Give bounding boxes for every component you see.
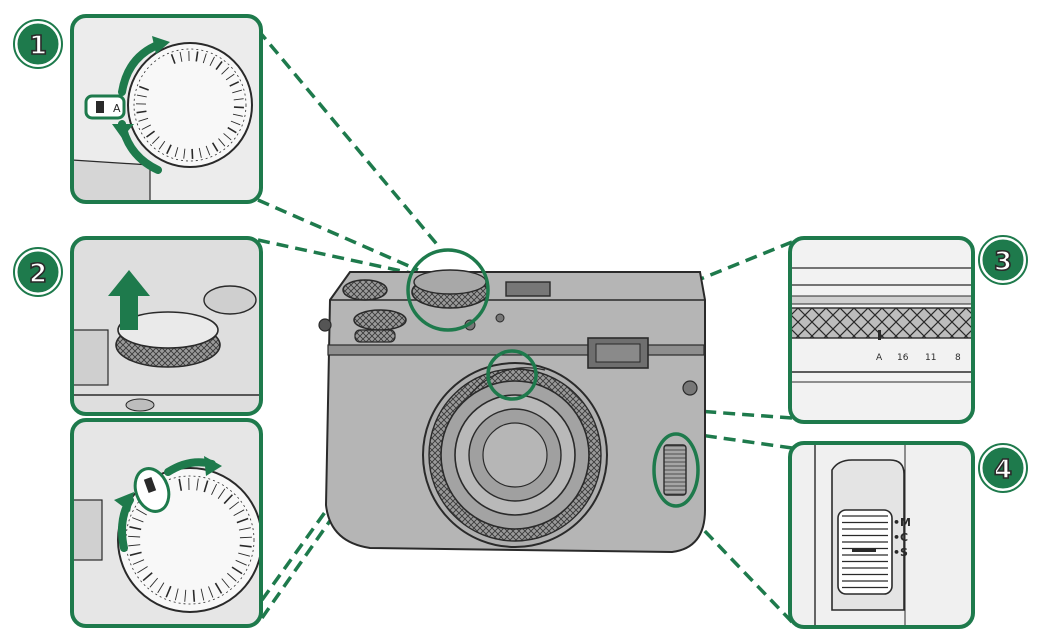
dial-a-mark: A: [113, 102, 121, 115]
panel-1-shutter-dial: A: [70, 14, 263, 204]
dial-tick: [227, 126, 237, 134]
dial-tick: [174, 147, 179, 158]
dial-tick: [142, 572, 153, 582]
dial-tick: [203, 480, 209, 493]
dial-tick: [217, 488, 226, 499]
callout-badge-4: 4: [978, 443, 1028, 493]
dial-tick: [170, 53, 176, 64]
callout-number-3: 3: [994, 247, 1012, 277]
callout-number-4: 4: [994, 455, 1012, 485]
dial-tick: [236, 517, 249, 524]
focus-mode-label-s: •S: [893, 546, 908, 559]
dial-tick: [136, 508, 147, 516]
dial-tick: [221, 578, 230, 589]
dial-tick: [152, 136, 160, 144]
dial-tick: [227, 572, 237, 582]
dial-tick: [137, 566, 148, 574]
panel-2b-dial-rotate: [70, 418, 263, 628]
dial-tick: [205, 145, 211, 156]
dial-tick: [138, 117, 149, 122]
dial-tick: [208, 586, 214, 598]
dial-tick: [214, 582, 223, 594]
dial-tick: [192, 589, 196, 602]
dial-tick: [223, 494, 233, 505]
dial-tick: [165, 585, 172, 598]
aperture-mark-16: 16: [897, 353, 909, 363]
dial-tick: [200, 588, 205, 601]
callout-badge-1: 1: [13, 19, 63, 69]
dial-tick: [229, 81, 240, 87]
aperture-mark-a: A: [876, 353, 883, 363]
dial-tick: [157, 582, 165, 594]
dial-tick: [158, 140, 166, 150]
dial-tick: [238, 527, 251, 531]
dial-tick: [179, 51, 183, 62]
dial-tick: [231, 566, 243, 575]
dial-tick: [218, 138, 226, 147]
dial-tick: [128, 544, 141, 547]
callout-badge-2: 2: [13, 247, 63, 297]
dial-tick: [174, 588, 179, 601]
dial-tick: [178, 478, 183, 491]
dial-tick: [232, 89, 243, 94]
dial-tick: [211, 483, 218, 496]
dial-tick: [129, 526, 142, 531]
dial-tick: [233, 509, 245, 517]
panel-4-focus-switch: •M •C •S: [788, 441, 975, 629]
aperture-scale: A 16 11 8: [876, 353, 961, 363]
dial-tick: [238, 552, 250, 557]
dial-tick: [209, 56, 215, 66]
dial-tick: [132, 517, 144, 523]
dial-tick: [221, 67, 229, 75]
dial-tick: [215, 61, 223, 71]
aperture-mark-11: 11: [925, 353, 936, 363]
iso-scale-ticks: [128, 478, 252, 602]
callout-badge-3: 3: [978, 235, 1028, 285]
dial-scale-ticks: [136, 51, 244, 159]
dial-tick: [136, 94, 147, 98]
focus-mode-label-m: •M: [893, 516, 911, 529]
dial-tick: [235, 559, 247, 566]
callout-number-2: 2: [29, 259, 47, 289]
dial-tick: [239, 536, 252, 539]
dial-tick: [138, 85, 149, 91]
callout-number-1: 1: [29, 31, 47, 61]
dial-tick: [230, 120, 241, 126]
dial-tick: [141, 124, 151, 130]
focus-mode-label-c: •C: [893, 531, 908, 544]
dial-tick: [166, 144, 172, 155]
dial-tick: [198, 147, 202, 158]
panel-2a-dial-lift: [70, 236, 263, 416]
switch-grip-ridges: [842, 515, 888, 589]
aperture-mark-8: 8: [955, 353, 961, 363]
camera-illustration: [318, 248, 706, 554]
dial-tick: [146, 130, 156, 138]
dial-tick: [195, 51, 199, 62]
dial-tick: [129, 551, 142, 557]
dial-tick: [211, 142, 219, 152]
dial-tick: [202, 53, 207, 64]
dial-tick: [225, 73, 235, 81]
dial-tick: [223, 133, 232, 141]
dial-tick: [232, 113, 243, 117]
panel-3-aperture-ring: A 16 11 8: [788, 236, 975, 424]
dial-tick: [136, 110, 147, 114]
dial-tick: [196, 478, 199, 491]
dial-tick: [149, 577, 159, 588]
dial-tick: [239, 544, 252, 548]
dial-tick: [128, 535, 141, 538]
dial-tick: [132, 559, 145, 565]
dial-tick: [184, 589, 187, 602]
dial-tick: [183, 148, 186, 159]
dial-tick: [233, 98, 244, 101]
focus-mode-labels: •M •C •S: [893, 516, 911, 559]
dial-tick: [229, 501, 240, 510]
